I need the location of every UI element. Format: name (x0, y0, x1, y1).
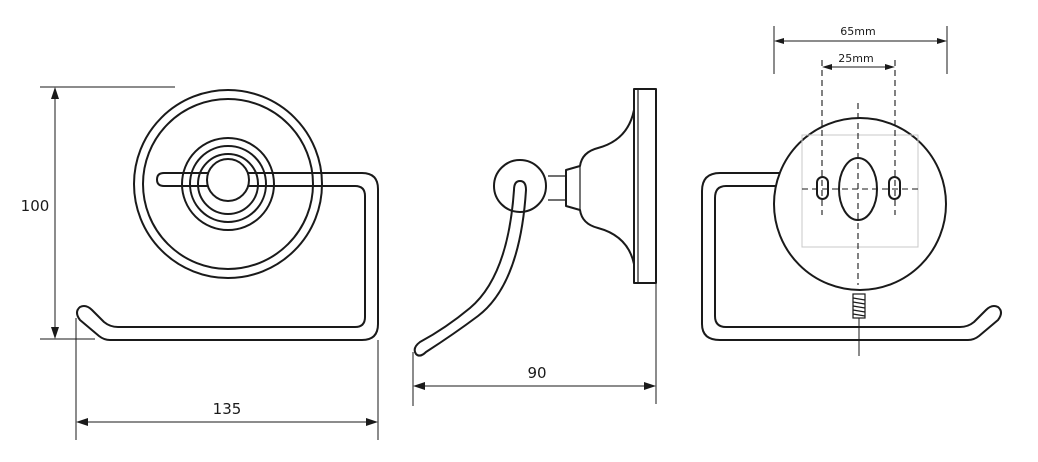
front-rosette-inner (142, 98, 314, 270)
front-hub-ring-middle (189, 145, 267, 223)
side-view: 90 (412, 88, 657, 406)
dim-label-width: 135 (213, 400, 242, 418)
dim-label-depth: 90 (527, 364, 546, 382)
back-view: 65mm 25mm (701, 25, 1002, 356)
front-rosette-outer (133, 89, 323, 279)
back-screw-slot-right (888, 176, 901, 200)
front-view: 100 135 (21, 86, 379, 440)
side-arm (413, 180, 527, 357)
dim-label-inner-spacing: 25mm (838, 52, 873, 65)
side-bracket (565, 109, 635, 265)
front-knob (206, 158, 250, 202)
front-hub-ring-inner (197, 153, 259, 215)
side-knob (493, 159, 547, 213)
dim-label-height: 100 (21, 197, 50, 215)
side-wall-plate (633, 88, 657, 284)
front-hub-ring-outer (181, 137, 275, 231)
back-holder-bar (701, 172, 1002, 341)
back-screw-slot-left (816, 176, 829, 200)
back-base-circle (773, 117, 947, 291)
dim-label-outer-spacing: 65mm (840, 25, 875, 38)
back-mounting-plate (801, 134, 919, 248)
front-holder-bar-outer (76, 172, 379, 341)
